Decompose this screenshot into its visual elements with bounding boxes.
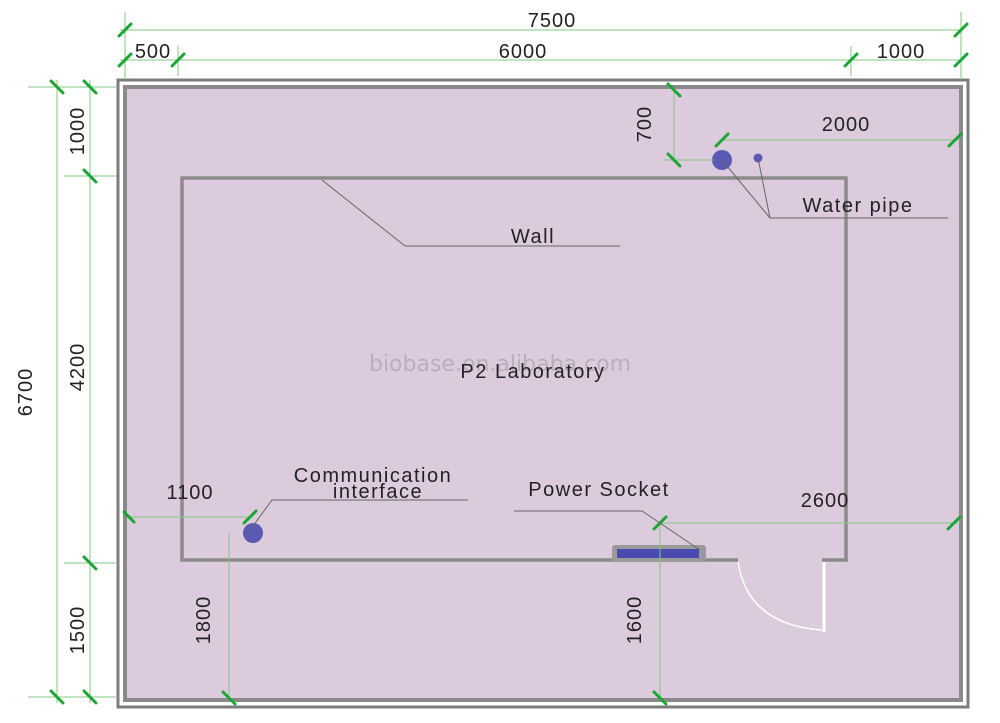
floor-area	[123, 85, 963, 702]
dim-left-total: 6700	[15, 368, 37, 417]
comm-dimensions	[122, 509, 258, 706]
dim-left-mid: 4200	[67, 343, 89, 392]
pipe-dimensions	[664, 82, 963, 168]
label-leaders	[249, 157, 948, 551]
door-swing	[737, 561, 823, 631]
top-dimensions	[117, 12, 969, 78]
label-wall: Wall	[511, 226, 555, 248]
dim-pipe-horizontal: 2000	[822, 114, 871, 136]
dim-pipe-vertical: 700	[634, 106, 656, 142]
label-water-pipe: Water pipe	[803, 195, 914, 217]
dim-top-mid: 6000	[499, 41, 548, 63]
dim-comm-vertical: 1800	[193, 596, 215, 645]
label-power-socket: Power Socket	[528, 479, 669, 501]
dim-top-left: 500	[135, 41, 171, 63]
watermark: biobase.en.alibaba.com	[369, 352, 631, 377]
communication-interface-icon	[243, 523, 263, 543]
dim-top-total: 7500	[528, 10, 577, 32]
dim-socket-vertical: 1600	[624, 596, 646, 645]
dim-socket-horizontal: 2600	[801, 490, 850, 512]
inner-wall	[180, 176, 848, 562]
dim-top-right: 1000	[877, 41, 926, 63]
power-socket-icon	[617, 549, 699, 558]
label-communication-line2: interface	[333, 481, 423, 503]
label-communication-line1: Communication	[294, 465, 452, 487]
dim-left-top: 1000	[67, 107, 89, 156]
dim-left-bottom: 1500	[67, 606, 89, 655]
left-dimensions	[28, 79, 116, 705]
dim-comm-horizontal: 1100	[166, 482, 213, 504]
label-room: P2 Laboratory	[460, 361, 605, 383]
